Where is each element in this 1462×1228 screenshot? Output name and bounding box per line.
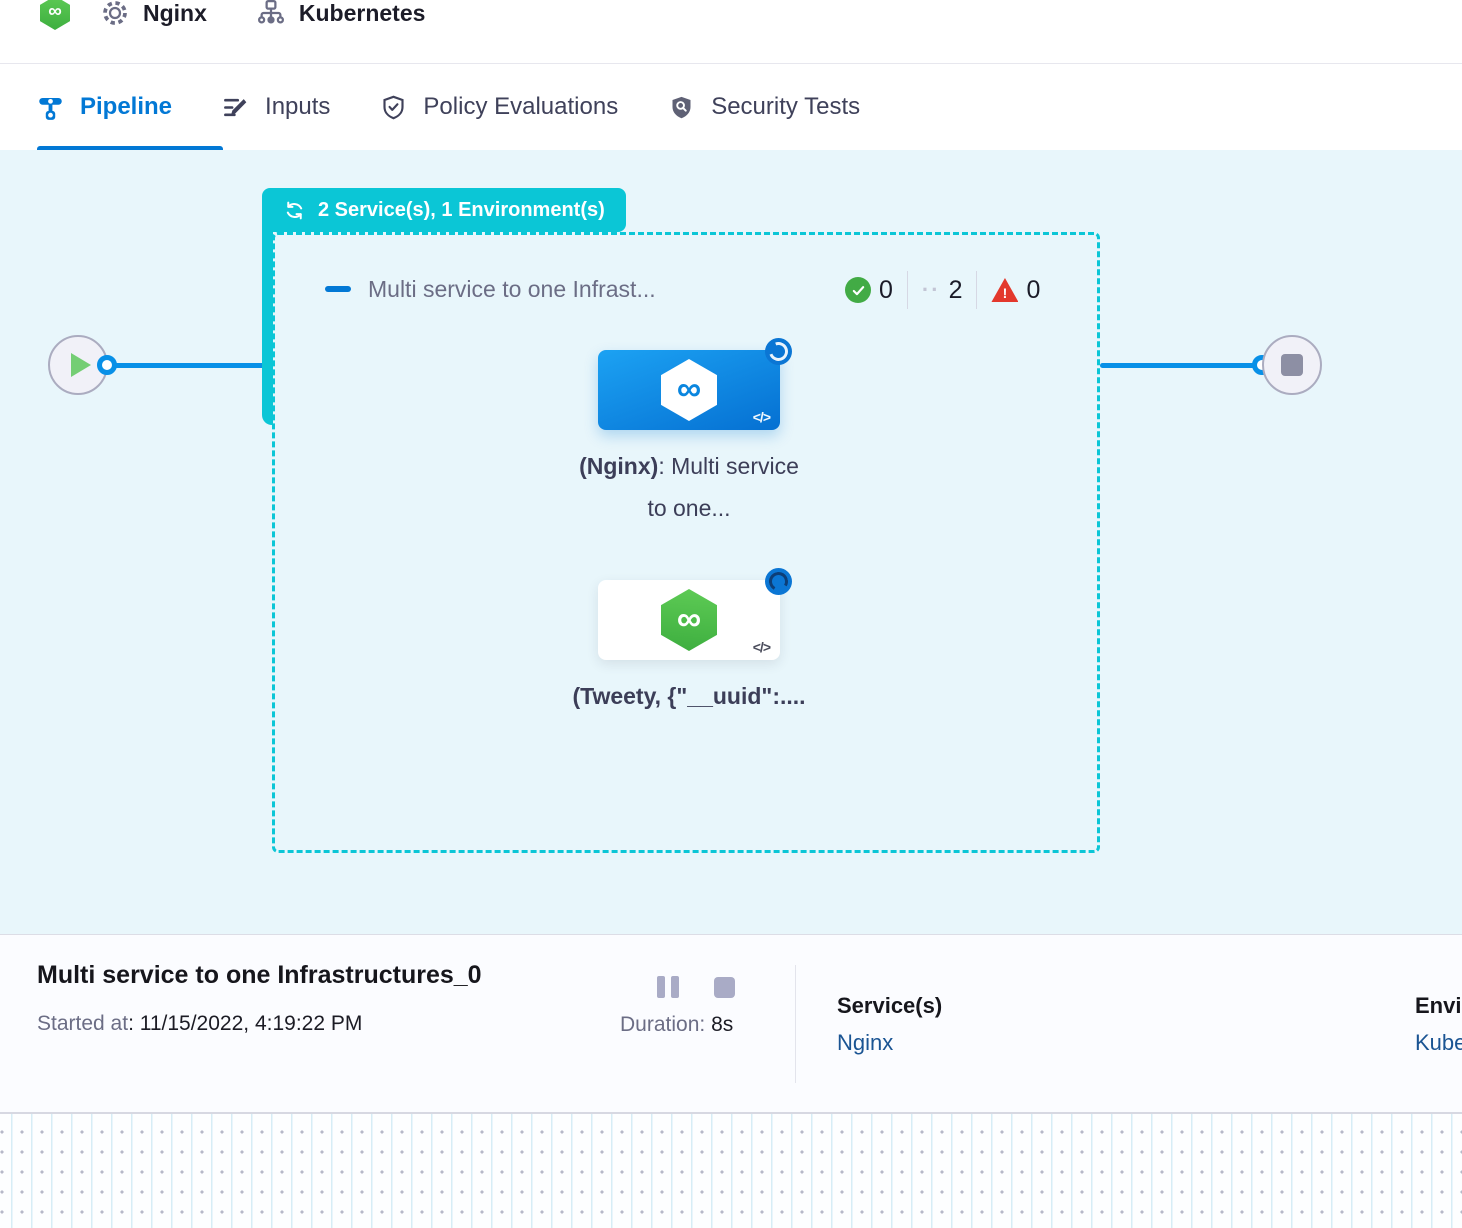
stage-group-box — [272, 232, 1100, 853]
group-accent-bar — [262, 210, 273, 425]
environment-name: Kubernetes — [298, 0, 426, 26]
stage-node-nginx[interactable]: ∞ </> — [598, 338, 792, 430]
environments-label: Environment(s) — [1415, 993, 1462, 1018]
footer-divider — [795, 965, 796, 1083]
kubernetes-icon — [257, 0, 284, 24]
success-check-icon — [845, 277, 871, 303]
pipeline-canvas: 2 Service(s), 1 Environment(s) Multi ser… — [0, 150, 1462, 934]
gear-icon — [103, 1, 127, 25]
breadcrumb: ∞ Nginx Kubernetes — [40, 0, 425, 35]
stop-square-icon — [1281, 354, 1303, 376]
connector-line-end — [1100, 363, 1257, 368]
stage-node-tweety[interactable]: ∞ </> — [598, 568, 792, 660]
services-link[interactable]: Nginx — [837, 1030, 894, 1055]
success-count: 0 — [879, 275, 893, 304]
failed-count: 0 — [1026, 275, 1041, 304]
execution-title: Multi service to one Infrastructures_0 — [37, 961, 482, 989]
policy-evaluations-icon — [383, 95, 404, 119]
services-environments-label: 2 Service(s), 1 Environment(s) — [318, 198, 605, 221]
stage-node-label-nginx: (Nginx): Multi service to one... — [579, 453, 799, 521]
warning-icon: ! — [991, 278, 1019, 302]
pipeline-icon — [39, 97, 62, 120]
running-count: 2 — [948, 275, 963, 304]
tab-policy-evaluations-label: Policy Evaluations — [423, 93, 619, 120]
running-spinner-icon — [765, 568, 792, 595]
code-icon: </> — [752, 639, 771, 655]
tab-inputs-label: Inputs — [265, 93, 331, 120]
started-at-value: : 11/15/2022, 4:19:22 PM — [128, 1012, 363, 1035]
inputs-icon — [224, 98, 247, 116]
count-divider — [976, 271, 978, 309]
abort-button[interactable] — [714, 977, 735, 998]
execution-footer: Multi service to one Infrastructures_0 S… — [0, 934, 1462, 1112]
breadcrumb-environment[interactable]: Kubernetes — [256, 0, 426, 28]
pipeline-name: Nginx — [143, 0, 207, 26]
collapse-minus-icon[interactable] — [325, 286, 351, 292]
duration-label: Duration: — [620, 1013, 706, 1036]
services-label: Service(s) — [837, 993, 943, 1018]
security-tests-icon — [672, 96, 691, 118]
tab-bar: Pipeline Inputs Policy Evaluations Secur… — [0, 64, 1462, 150]
environments-section: Environment(s) Kubernetes — [1415, 993, 1462, 1056]
loop-icon — [286, 201, 303, 219]
stage-node-label-tweety: (Tweety, {"__uuid":.... — [572, 683, 806, 709]
harness-service-icon: ∞ — [661, 589, 717, 651]
connector-line-start — [105, 363, 265, 368]
harness-service-icon: ∞ — [661, 359, 717, 421]
duration-value: 8s — [711, 1013, 734, 1036]
started-at: Started at: 11/15/2022, 4:19:22 PM — [37, 1012, 362, 1036]
end-node — [1262, 335, 1322, 395]
stage-group-title: Multi service to one Infrast... — [368, 276, 656, 302]
breadcrumb-pipeline[interactable]: Nginx — [100, 0, 207, 28]
tab-pipeline[interactable]: Pipeline — [37, 93, 172, 121]
top-header: ∞ Nginx Kubernetes — [0, 0, 1462, 64]
running-spinner-icon — [765, 338, 792, 365]
services-environments-badge[interactable]: 2 Service(s), 1 Environment(s) — [262, 188, 626, 232]
started-at-label: Started at — [37, 1012, 129, 1035]
running-dots-icon: ·· — [921, 277, 941, 302]
start-connector-dot — [97, 355, 117, 375]
tab-pipeline-label: Pipeline — [80, 93, 173, 120]
code-icon: </> — [752, 409, 771, 425]
active-tab-underline — [37, 146, 223, 150]
tab-security-tests-label: Security Tests — [711, 93, 861, 120]
environments-link[interactable]: Kubernetes — [1415, 1030, 1462, 1055]
harness-logo-icon: ∞ — [40, 0, 70, 30]
stage-status-counts: 0 ·· 2 ! 0 — [845, 271, 1041, 309]
count-divider — [906, 271, 908, 309]
tab-policy-evaluations[interactable]: Policy Evaluations — [380, 93, 618, 121]
log-grid-area — [0, 1112, 1462, 1228]
tab-security-tests[interactable]: Security Tests — [668, 93, 860, 121]
services-section: Service(s) Nginx — [837, 993, 942, 1056]
pause-button[interactable] — [657, 976, 679, 998]
duration: Duration: 8s — [620, 1013, 733, 1037]
play-icon — [71, 353, 91, 377]
tab-inputs[interactable]: Inputs — [222, 93, 330, 121]
